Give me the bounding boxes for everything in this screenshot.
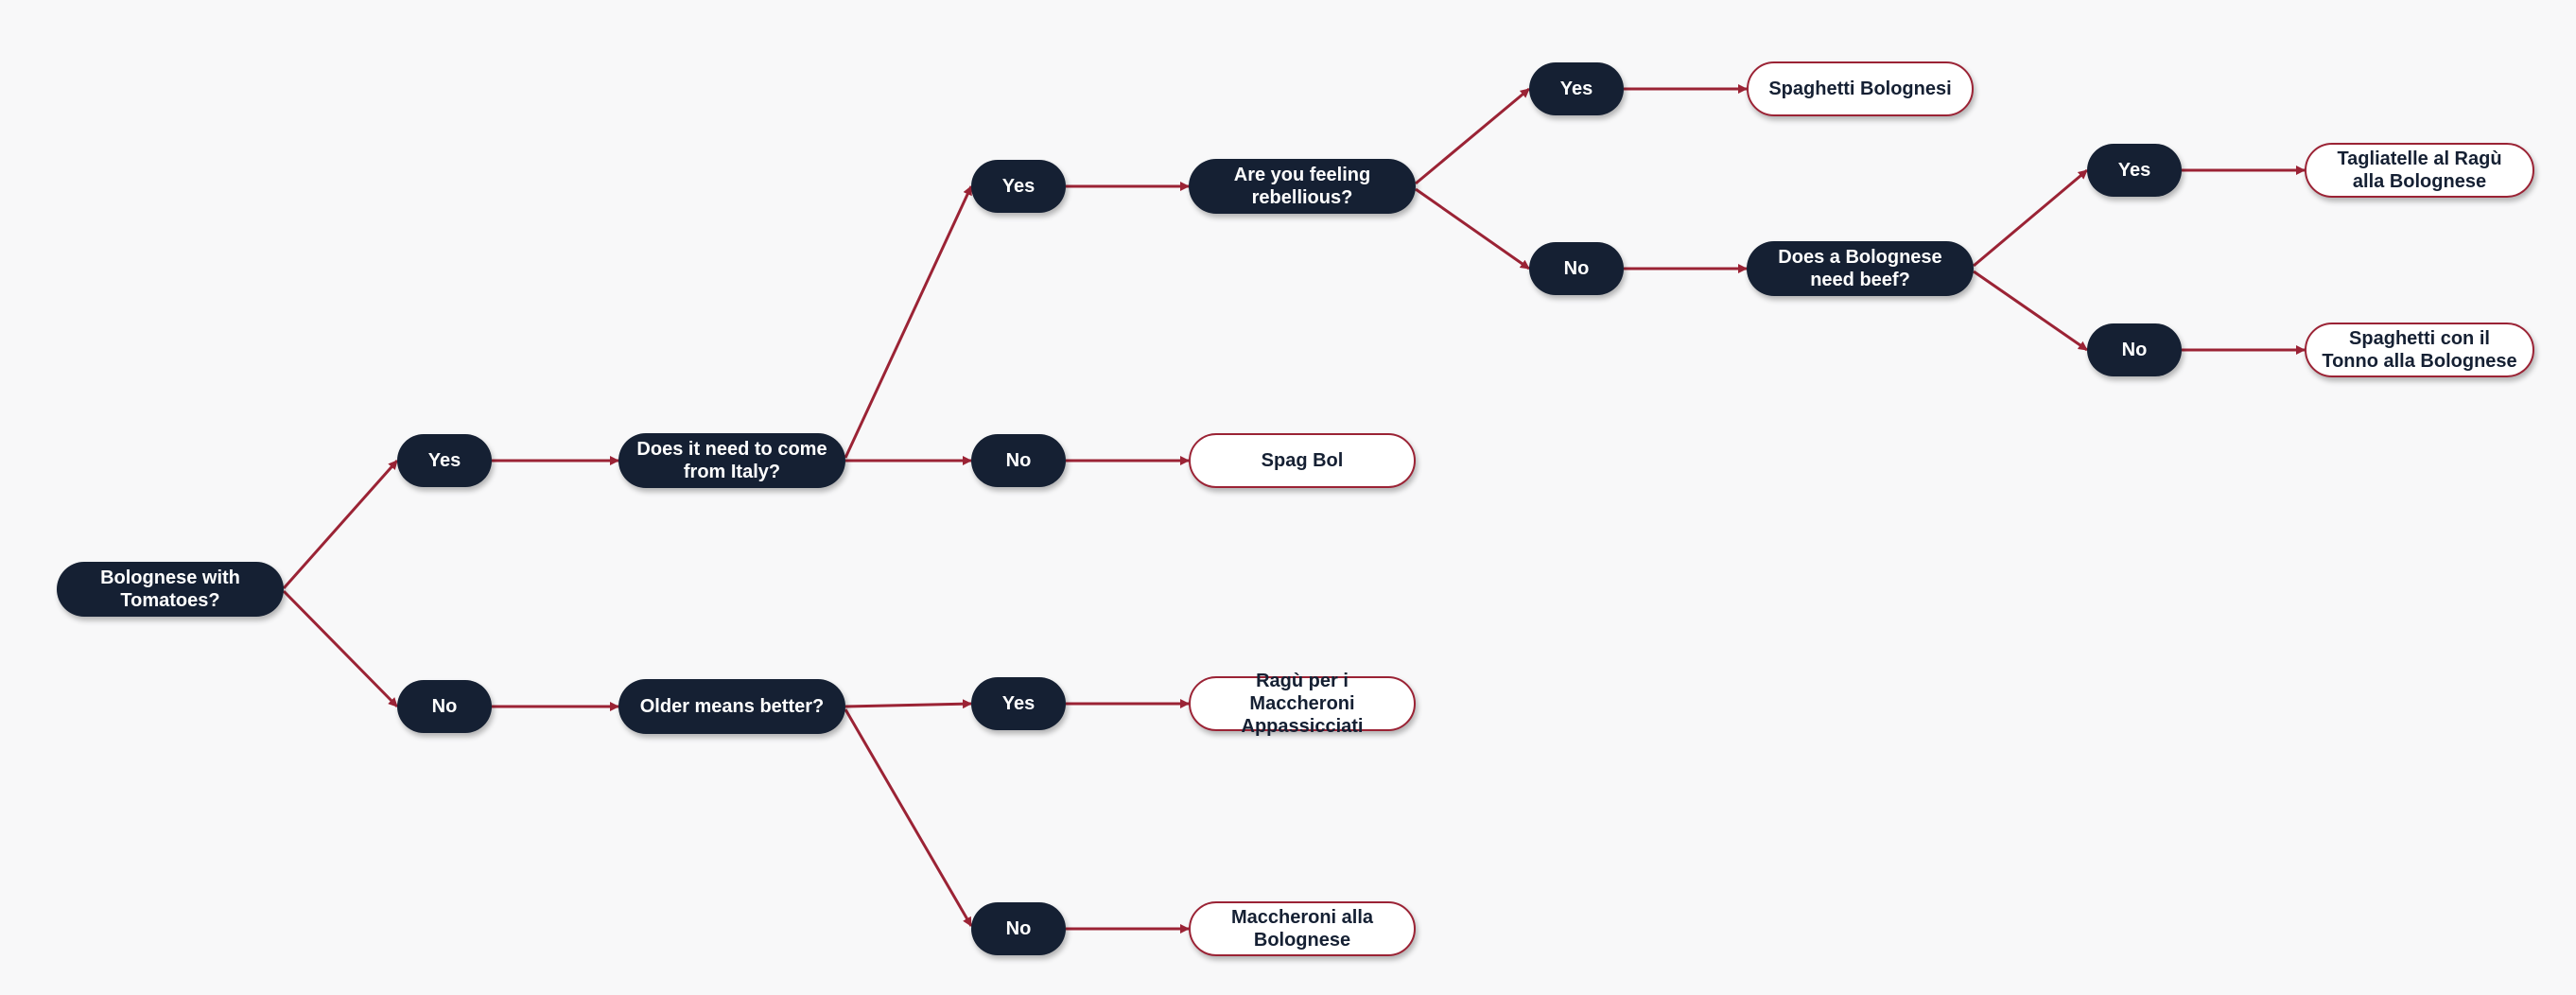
node-beef-yes[interactable]: Yes [2087, 144, 2182, 197]
outcome-spaghetti-bolognesi[interactable]: Spaghetti Bolognesi [1747, 61, 1974, 116]
outcome-tagliatelle[interactable]: Tagliatelle al Ragù alla Bolognese [2305, 143, 2534, 198]
node-italy-yes[interactable]: Yes [971, 160, 1066, 213]
node-rebel-question[interactable]: Are you feeling rebellious? [1189, 159, 1416, 214]
node-root-no[interactable]: No [397, 680, 492, 733]
node-root-question[interactable]: Bolognese with Tomatoes? [57, 562, 284, 617]
outcome-spag-bol[interactable]: Spag Bol [1189, 433, 1416, 488]
edge-rebel-to-yes [1415, 87, 1530, 185]
node-older-yes[interactable]: Yes [971, 677, 1066, 730]
node-beef-no[interactable]: No [2087, 323, 2182, 376]
node-older-question[interactable]: Older means better? [618, 679, 845, 734]
edge-beef-to-yes [1973, 168, 2088, 268]
node-beef-question[interactable]: Does a Bolognese need beef? [1747, 241, 1974, 296]
outcome-tonno[interactable]: Spaghetti con il Tonno alla Bolognese [2305, 323, 2534, 377]
node-italy-no[interactable]: No [971, 434, 1066, 487]
edge-italy-to-yes [844, 185, 973, 459]
edge-root-to-no [282, 589, 399, 708]
edge-older-to-yes [844, 699, 972, 709]
outcome-maccheroni-bolognese[interactable]: Maccheroni alla Bolognese [1189, 901, 1416, 956]
outcome-ragu-maccheroni[interactable]: Ragù per i Maccheroni Appassicciati [1189, 671, 1416, 737]
node-rebel-no[interactable]: No [1529, 242, 1624, 295]
edge-older-to-no [844, 708, 973, 927]
edge-beef-to-no [1973, 270, 2088, 352]
node-root-yes[interactable]: Yes [397, 434, 492, 487]
edge-rebel-to-no [1415, 187, 1530, 271]
node-older-no[interactable]: No [971, 902, 1066, 955]
node-italy-question[interactable]: Does it need to come from Italy? [618, 433, 845, 488]
node-rebel-yes[interactable]: Yes [1529, 62, 1624, 115]
edge-root-to-yes [282, 460, 399, 589]
